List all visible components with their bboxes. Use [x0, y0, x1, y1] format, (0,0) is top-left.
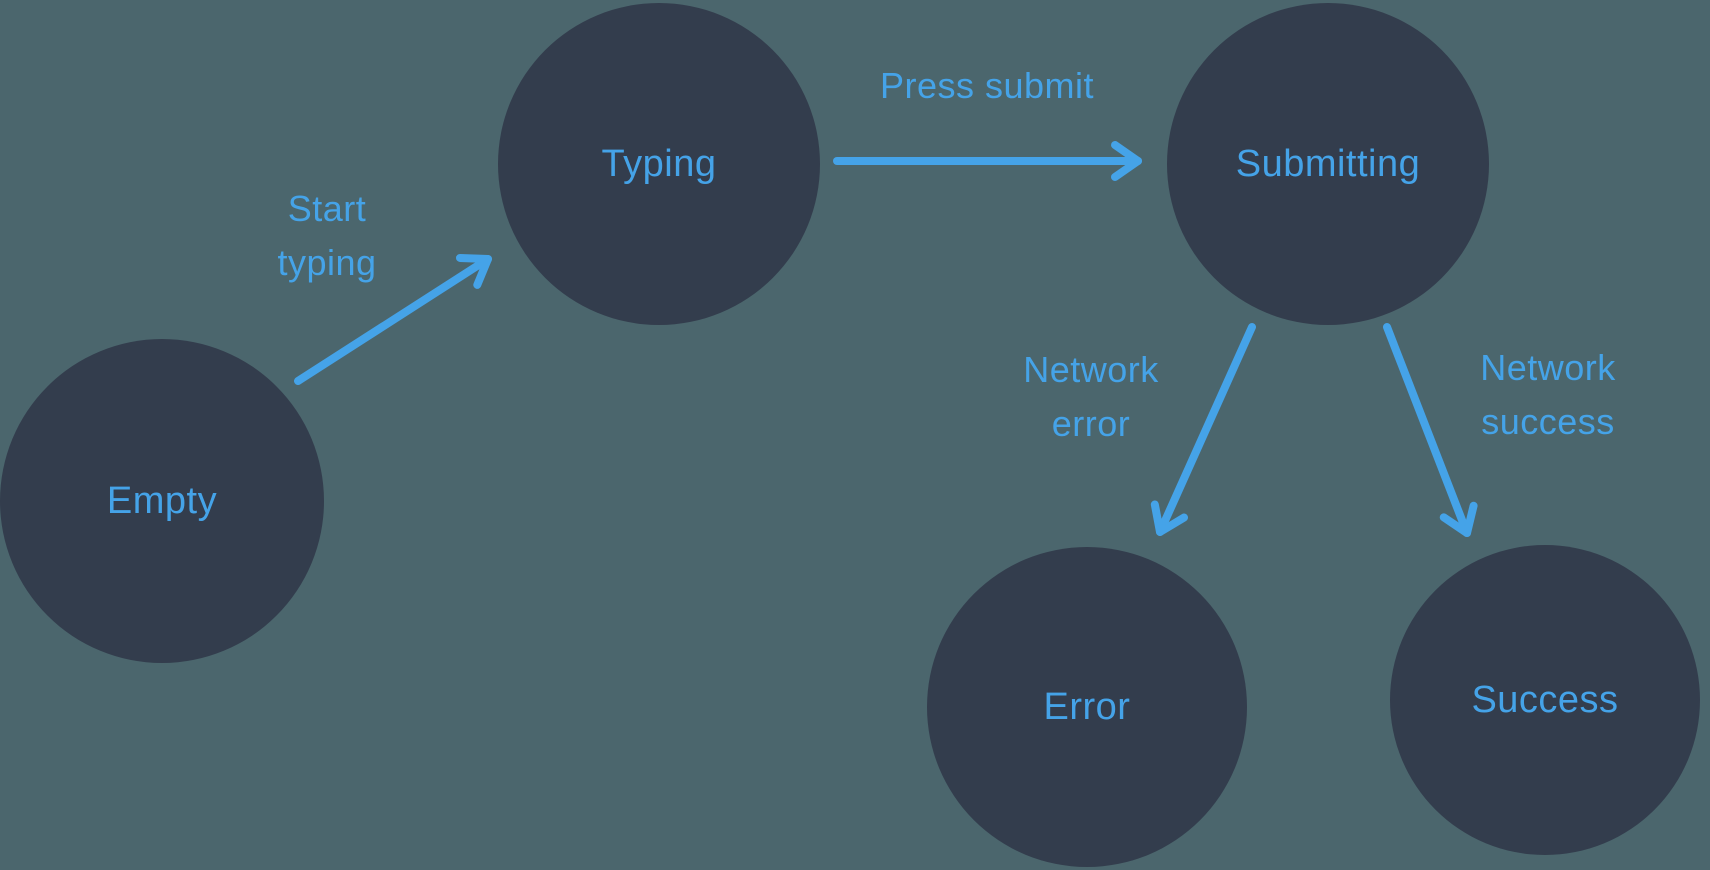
edge-label-press-submit: Press submit	[879, 65, 1095, 106]
edge-label-network-success: Network success	[1480, 347, 1616, 442]
state-label-error: Error	[1043, 685, 1131, 728]
state-node-success: Success	[1390, 545, 1700, 855]
edge-label-start-typing: Start typing	[277, 188, 377, 283]
edge-label-network-error: Network error	[1023, 349, 1159, 444]
state-label-submitting: Submitting	[1235, 142, 1421, 185]
state-node-typing: Typing	[498, 3, 820, 325]
state-label-success: Success	[1471, 678, 1619, 721]
state-node-submitting: Submitting	[1167, 3, 1489, 325]
state-label-typing: Typing	[601, 142, 717, 185]
arrow-network-success	[1383, 323, 1478, 537]
state-node-error: Error	[927, 547, 1247, 867]
arrow-network-error	[1150, 323, 1256, 536]
state-label-empty: Empty	[106, 479, 218, 522]
state-node-empty: Empty	[0, 339, 324, 663]
